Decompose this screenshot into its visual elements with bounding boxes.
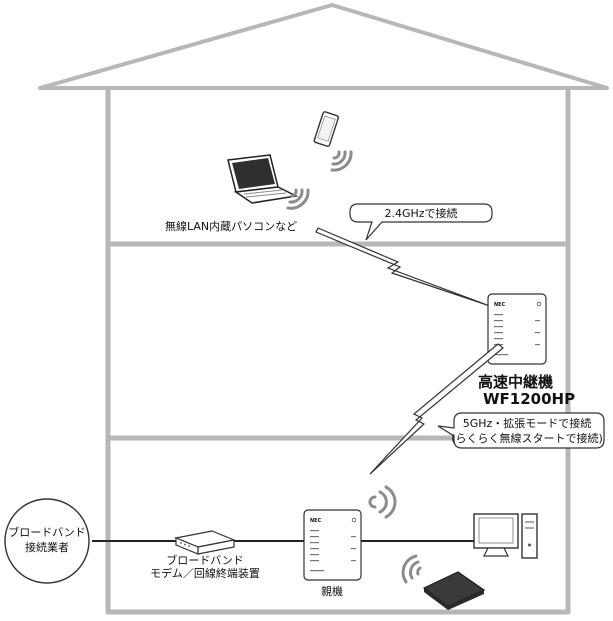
laptop-wifi-waves [286,188,310,210]
broadband-provider: ブロードバンド 接続業者 [4,498,90,584]
modem-icon [173,530,237,555]
provider-line1: ブロードバンド [8,525,86,539]
desktop-pc-icon [473,513,538,559]
base-unit-status-leds [310,530,356,572]
smartphone-wifi-waves [330,150,353,172]
base-unit-wifi-waves [368,485,397,519]
base-unit-brand-logo: NEC [310,518,322,524]
wireless-link-5ghz [369,343,504,475]
provider-line2: 接続業者 [25,540,69,554]
base-unit-caption: 親機 [321,584,343,598]
pc-caption: 無線LAN内蔵パソコンなど [165,219,297,233]
wireless-link-24ghz [315,227,491,307]
bubble-5ghz-line1: 5GHz・拡張モードで接続 [463,416,592,430]
bubble-5ghz-line2: (らくらく無線スタートで接続) [451,431,603,445]
console-wifi-waves [401,554,422,584]
roof [38,3,609,90]
laptop-icon [227,154,299,204]
modem-caption-line1: ブロードバンド [166,553,244,567]
modem-caption-line2: モデム／回線終端装置 [150,566,260,580]
wireless-console-icon [422,571,486,610]
repeater-device: NEC [487,293,547,365]
repeater-model: WF1200HP [483,390,575,408]
repeater-title: 高速中継機 [478,373,553,391]
base-unit-router: NEC [303,509,362,581]
bubble-5ghz: 5GHz・拡張モードで接続 (らくらく無線スタートで接続) [437,412,605,449]
house [38,3,609,615]
smartphone-icon [313,111,340,147]
bubble-24ghz-text: 2.4GHzで接続 [384,206,457,220]
bubble-24ghz: 2.4GHzで接続 [349,203,493,241]
house-wall [105,90,571,615]
repeater-brand-logo: NEC [494,302,506,308]
